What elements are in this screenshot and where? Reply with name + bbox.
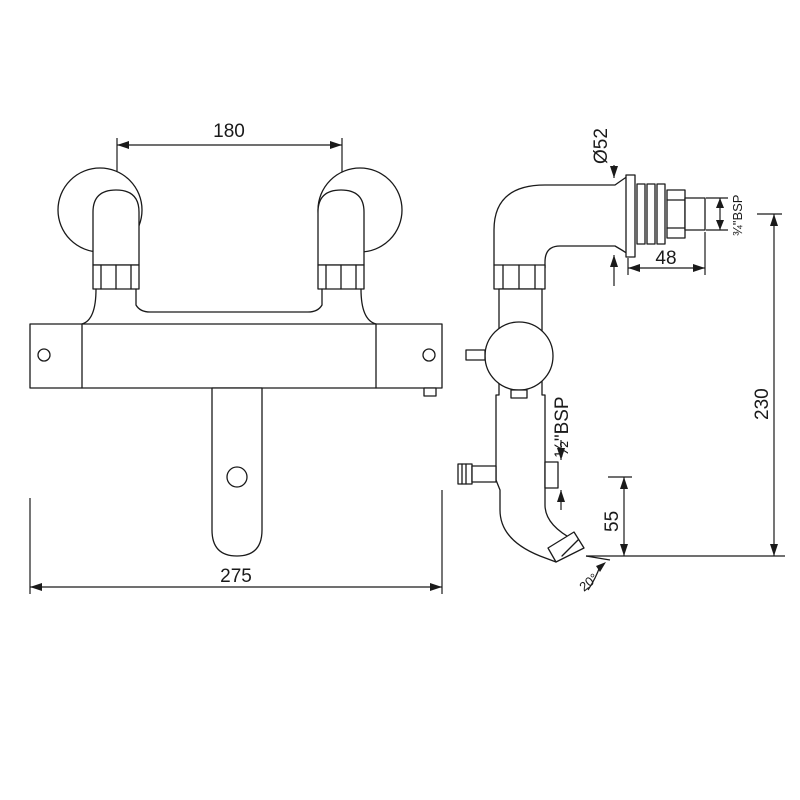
dim-180: 180	[116, 121, 343, 172]
shower-outlet-fitting	[457, 463, 497, 485]
dim-inlet-centers-label: 180	[213, 121, 245, 142]
dim-angle: 20°	[576, 555, 611, 594]
left-inlet-elbow	[92, 189, 140, 266]
spout-connector	[544, 461, 559, 489]
inlet-thread-end	[684, 197, 706, 231]
lever-handle	[211, 387, 263, 557]
dim-o52: Ø52	[591, 128, 618, 286]
main-body-bar	[29, 323, 443, 389]
left-stem	[81, 288, 97, 325]
spout-nozzle	[547, 531, 585, 563]
dim-overall-width-label: 275	[220, 566, 252, 587]
dim-55: 55	[602, 476, 632, 556]
right-cap-screw	[422, 348, 436, 362]
left-hex-nut	[92, 264, 140, 290]
dim-inlet-diameter-label: Ø52	[591, 128, 612, 164]
right-hex-nut	[317, 264, 365, 290]
left-cap-screw	[37, 348, 51, 362]
dim-three-quarter-bsp: ¾"BSP	[706, 195, 745, 236]
inlet-fitting-nuts	[636, 183, 706, 245]
side-hex-nut	[493, 264, 546, 290]
side-control-knob	[484, 321, 554, 391]
right-inlet-elbow	[317, 189, 365, 266]
dim-half-bsp: ½"BSP	[552, 396, 573, 510]
dim-inlet-thread-label: ¾"BSP	[730, 195, 745, 236]
inlet-elbow-pipe	[493, 175, 629, 269]
dim-275: 275	[29, 490, 443, 594]
dim-outlet-height-label: 55	[602, 511, 623, 532]
inlet-flange	[625, 174, 636, 258]
right-stem	[360, 288, 377, 325]
dim-depth-label: 48	[655, 248, 676, 269]
side-stop-pin	[465, 349, 486, 361]
handle-screw	[226, 466, 248, 488]
side-bottom-nipple	[510, 389, 528, 399]
dim-48: 48	[627, 232, 706, 275]
dim-230: 230	[752, 213, 782, 556]
dim-outlet-thread-label: ½"BSP	[552, 396, 573, 457]
dim-height-label: 230	[752, 388, 773, 420]
front-nipple	[423, 387, 437, 397]
side-view: Ø52 48 ¾"BSP 230	[457, 128, 785, 594]
top-bridge	[135, 288, 323, 313]
front-view: 180 275	[29, 121, 443, 594]
